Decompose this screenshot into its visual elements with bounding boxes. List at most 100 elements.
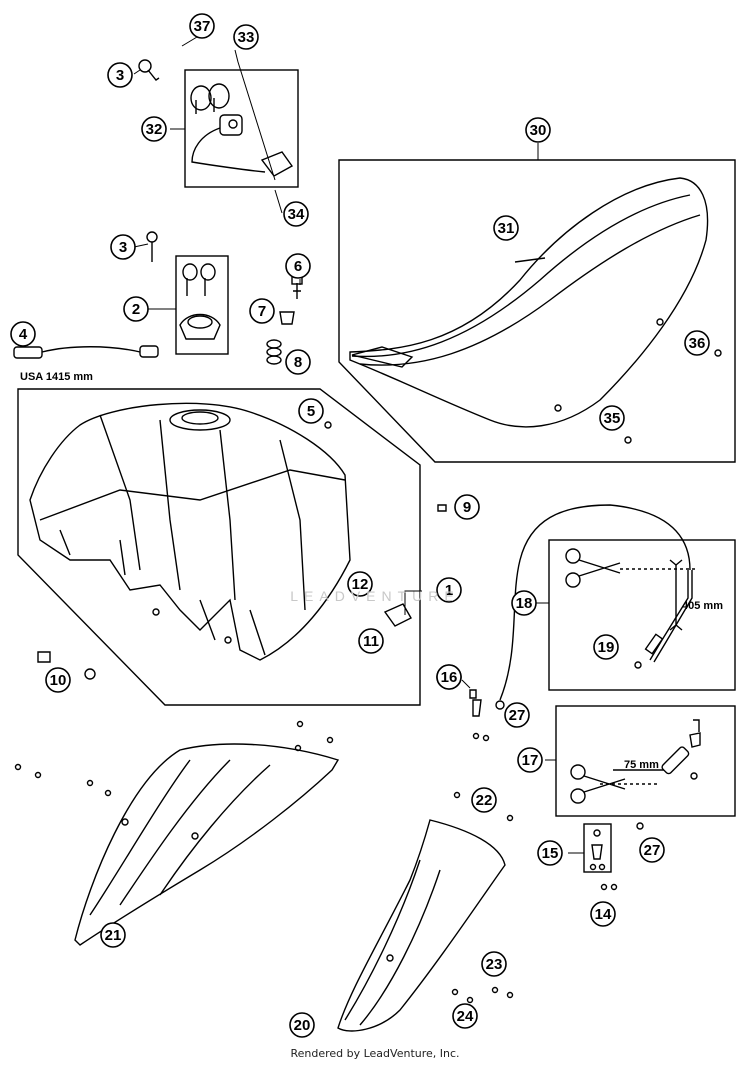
callout-circle bbox=[298, 398, 324, 424]
callout-circle bbox=[436, 577, 462, 603]
callout-9: 9 bbox=[454, 494, 480, 520]
callout-label: 8 bbox=[294, 354, 302, 371]
callout-circle bbox=[493, 215, 519, 241]
callout-label: 2 bbox=[132, 301, 140, 318]
callout-label: 17 bbox=[522, 752, 539, 769]
callout-circle bbox=[452, 1003, 478, 1029]
callout-label: 27 bbox=[509, 707, 526, 724]
key-part bbox=[138, 59, 160, 262]
callout-label: 36 bbox=[689, 335, 706, 352]
callout-17: 17 bbox=[517, 747, 543, 773]
callout-circle bbox=[504, 702, 530, 728]
side-cover-right bbox=[337, 791, 644, 1032]
callout-label: 22 bbox=[476, 792, 493, 809]
callout-circle bbox=[358, 628, 384, 654]
callout-label: 37 bbox=[194, 18, 211, 35]
callout-label: 35 bbox=[604, 410, 621, 427]
callout-31: 31 bbox=[493, 215, 519, 241]
callout-circle bbox=[517, 747, 543, 773]
callout-label: 7 bbox=[258, 303, 266, 320]
watermark: LEADVENTURE bbox=[290, 588, 460, 604]
hose-detail-box bbox=[548, 539, 736, 691]
callout-23: 23 bbox=[481, 951, 507, 977]
callout-label: 20 bbox=[294, 1017, 311, 1034]
callout-circle bbox=[590, 901, 616, 927]
callout-circle bbox=[471, 787, 497, 813]
callout-35: 35 bbox=[599, 405, 625, 431]
callout-label: 27 bbox=[644, 842, 661, 859]
callout-3: 3 bbox=[110, 234, 136, 260]
callout-label: 33 bbox=[238, 29, 255, 46]
callout-32: 32 bbox=[141, 116, 167, 142]
callouts: 1233456789101112141516161718192021222324… bbox=[10, 13, 710, 1038]
side-cover-left bbox=[14, 720, 340, 946]
callout-circle bbox=[283, 201, 309, 227]
callout-5: 5 bbox=[298, 398, 324, 424]
small-hardware bbox=[266, 275, 303, 365]
callout-circle bbox=[285, 349, 311, 375]
callout-circle bbox=[347, 571, 373, 597]
callout-37: 37 bbox=[189, 13, 215, 39]
seat bbox=[349, 177, 722, 444]
callout-label: 1 bbox=[445, 582, 453, 599]
fastener-part bbox=[37, 651, 96, 680]
callout-12: 12 bbox=[347, 571, 373, 597]
tank-box bbox=[17, 388, 421, 706]
callout-label: 11 bbox=[363, 633, 379, 650]
callout-label: 19 bbox=[598, 639, 615, 656]
callout-circle bbox=[233, 24, 259, 50]
callout-circle bbox=[10, 321, 36, 347]
scissors-icon bbox=[565, 548, 621, 588]
callout-label: 12 bbox=[352, 576, 369, 593]
trim-detail bbox=[600, 719, 701, 785]
callout-label: 30 bbox=[530, 122, 547, 139]
callout-label: 3 bbox=[119, 239, 127, 256]
callout-18: 18 bbox=[511, 590, 537, 616]
callout-circle bbox=[123, 296, 149, 322]
breather-hose bbox=[13, 345, 159, 359]
callout-10: 10 bbox=[45, 667, 71, 693]
callout-11: 11 bbox=[358, 628, 384, 654]
callout-7: 7 bbox=[249, 298, 275, 324]
callout-6: 6 bbox=[285, 253, 311, 279]
screw-part bbox=[437, 504, 447, 512]
clip-box bbox=[583, 823, 612, 873]
callout-label: 16 bbox=[441, 669, 458, 686]
callout-21: 21 bbox=[100, 922, 126, 948]
callout-22: 22 bbox=[471, 787, 497, 813]
callout-2: 2 bbox=[123, 296, 149, 322]
trim-length-label: 75 mm bbox=[624, 759, 659, 771]
callout-14: 14 bbox=[590, 901, 616, 927]
callout-15: 15 bbox=[537, 840, 563, 866]
seat-box bbox=[338, 159, 736, 463]
callout-label: 32 bbox=[146, 121, 163, 138]
callout-circle bbox=[525, 117, 551, 143]
callout-circle bbox=[511, 590, 537, 616]
callout-circle bbox=[537, 840, 563, 866]
leader-lines bbox=[133, 33, 584, 854]
callout-30: 30 bbox=[525, 117, 551, 143]
callout-19: 19 bbox=[593, 634, 619, 660]
callout-circle bbox=[684, 330, 710, 356]
callout-circle bbox=[593, 634, 619, 660]
callout-27: 27 bbox=[639, 837, 665, 863]
ignition-lock-assembly bbox=[190, 83, 294, 177]
fuel-lock-box bbox=[175, 255, 229, 355]
callout-label: 4 bbox=[19, 326, 28, 343]
callout-16: 16 bbox=[436, 664, 462, 690]
callout-circle bbox=[100, 922, 126, 948]
callout-circle bbox=[110, 234, 136, 260]
hose-length-label: 405 mm bbox=[682, 600, 723, 612]
scissors-icon bbox=[570, 764, 626, 804]
callout-label: 34 bbox=[288, 206, 305, 223]
callout-circle bbox=[289, 1012, 315, 1038]
callout-24: 24 bbox=[452, 1003, 478, 1029]
clip-part bbox=[469, 689, 505, 742]
callout-8: 8 bbox=[285, 349, 311, 375]
callout-label: 10 bbox=[50, 672, 67, 689]
callout-circle bbox=[141, 116, 167, 142]
callout-20: 20 bbox=[289, 1012, 315, 1038]
callout-circle bbox=[599, 405, 625, 431]
footer-credit: Rendered by LeadVenture, Inc. bbox=[290, 1047, 460, 1060]
callout-33: 33 bbox=[233, 24, 259, 50]
